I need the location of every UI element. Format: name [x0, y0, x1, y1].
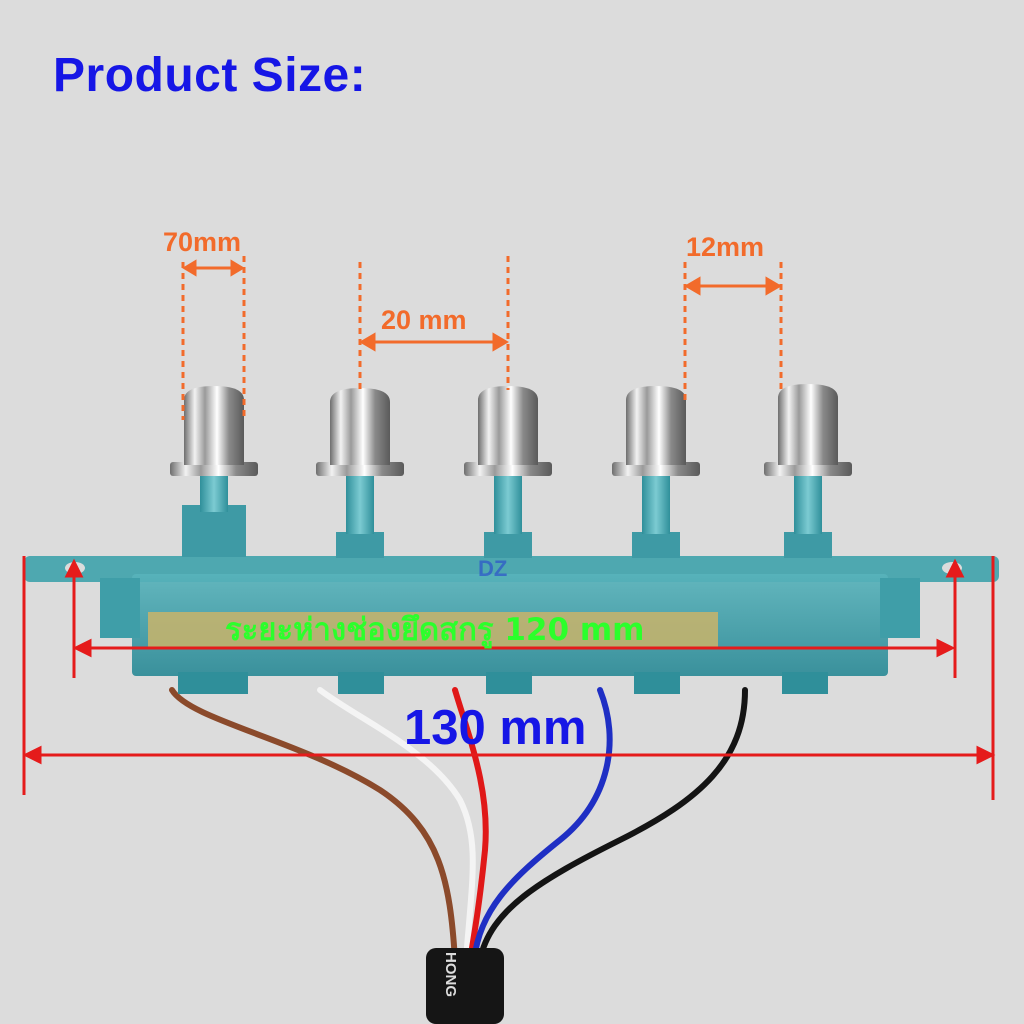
dimension-guides-orange [181, 256, 783, 420]
push-button-1 [170, 386, 258, 557]
button-width-label: 70mm [163, 227, 242, 257]
cable-brand-label: HONG [442, 952, 459, 997]
button-spacing-label: 20 mm [381, 305, 467, 335]
page-title: Product Size: [53, 49, 367, 102]
wire-blue [471, 687, 613, 963]
wire-white [317, 687, 476, 963]
bottom-tab-4 [634, 672, 680, 694]
cable-sleeve [426, 948, 504, 1024]
wire-black [477, 687, 748, 963]
button-row [170, 384, 852, 558]
wire-bundle [169, 687, 748, 963]
housing-left-step [100, 578, 140, 638]
mounting-hole-spacing-label: ระยะห่างช่องยึดสกรู 120 mm [225, 612, 645, 648]
bottom-tab-1 [178, 672, 248, 694]
dimension-guides-red [22, 556, 996, 800]
bottom-tab-2 [338, 672, 384, 694]
stem-spacing-label: 12mm [686, 232, 765, 262]
switch-housing [24, 556, 999, 694]
push-button-5 [764, 384, 852, 558]
housing-right-step [880, 578, 920, 638]
bottom-tab-5 [782, 672, 828, 694]
watermark-logo: DZ [478, 556, 508, 581]
push-button-2 [316, 388, 404, 558]
contact-strip [148, 612, 718, 648]
total-length-label: 130 mm [404, 701, 587, 755]
push-button-3 [464, 386, 552, 558]
wire-red [452, 687, 489, 963]
wire-brown [169, 687, 458, 963]
bottom-tab-3 [486, 672, 532, 694]
push-button-4 [612, 386, 700, 558]
